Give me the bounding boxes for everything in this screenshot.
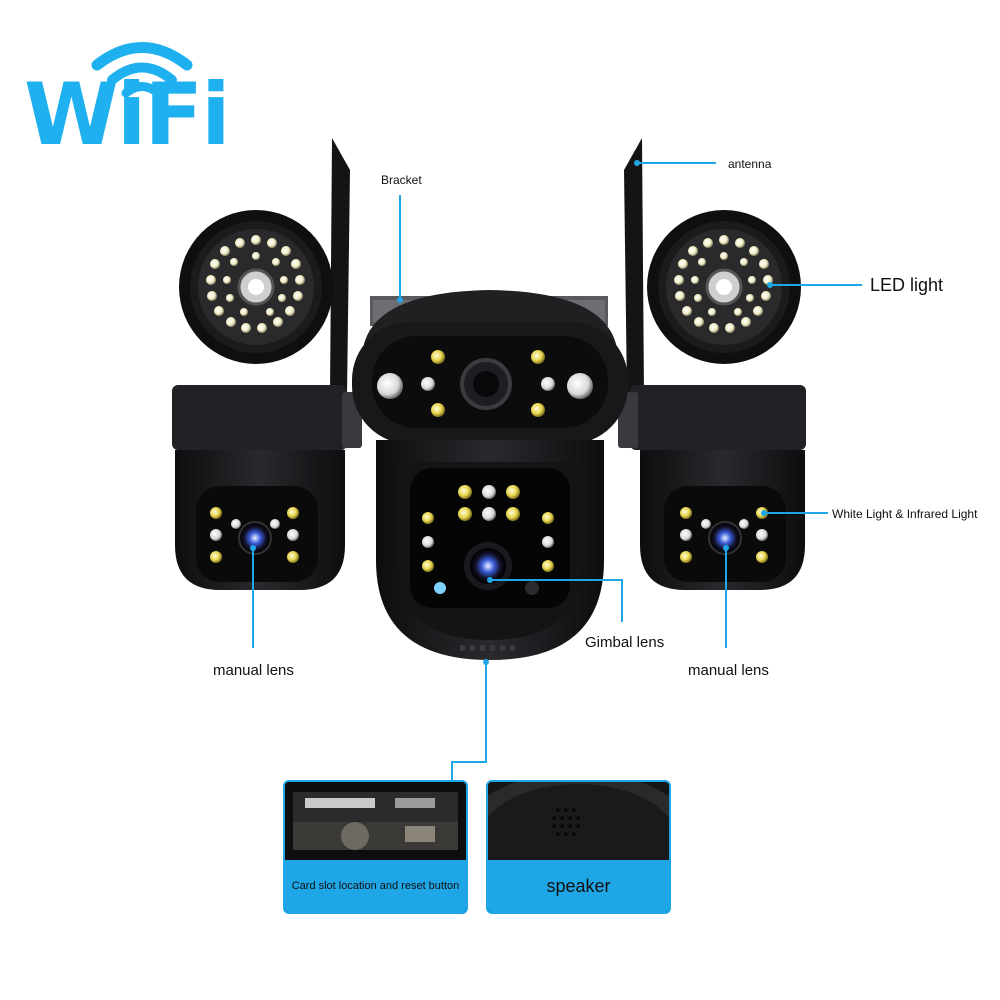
- speaker-panel: speaker: [486, 780, 671, 914]
- speaker-caption: speaker: [488, 860, 669, 912]
- antenna-label: antenna: [728, 157, 772, 171]
- white-ir-light-label: White Light & Infrared Light: [832, 507, 978, 521]
- speaker-photo: [488, 782, 669, 862]
- bracket-label: Bracket: [381, 173, 422, 187]
- led-light-label: LED light: [870, 275, 944, 295]
- card-slot-photo: [285, 782, 466, 862]
- wifi-logo-text: WiFi: [24, 65, 231, 165]
- wifi-signal-icon: [91, 42, 193, 98]
- gimbal-lens-label: Gimbal lens: [585, 634, 665, 651]
- card-slot-caption: Card slot location and reset button: [285, 860, 466, 912]
- manual-lens-right-label: manual lens: [688, 662, 769, 679]
- card-slot-panel: Card slot location and reset button: [283, 780, 468, 914]
- manual-lens-left-label: manual lens: [213, 662, 294, 679]
